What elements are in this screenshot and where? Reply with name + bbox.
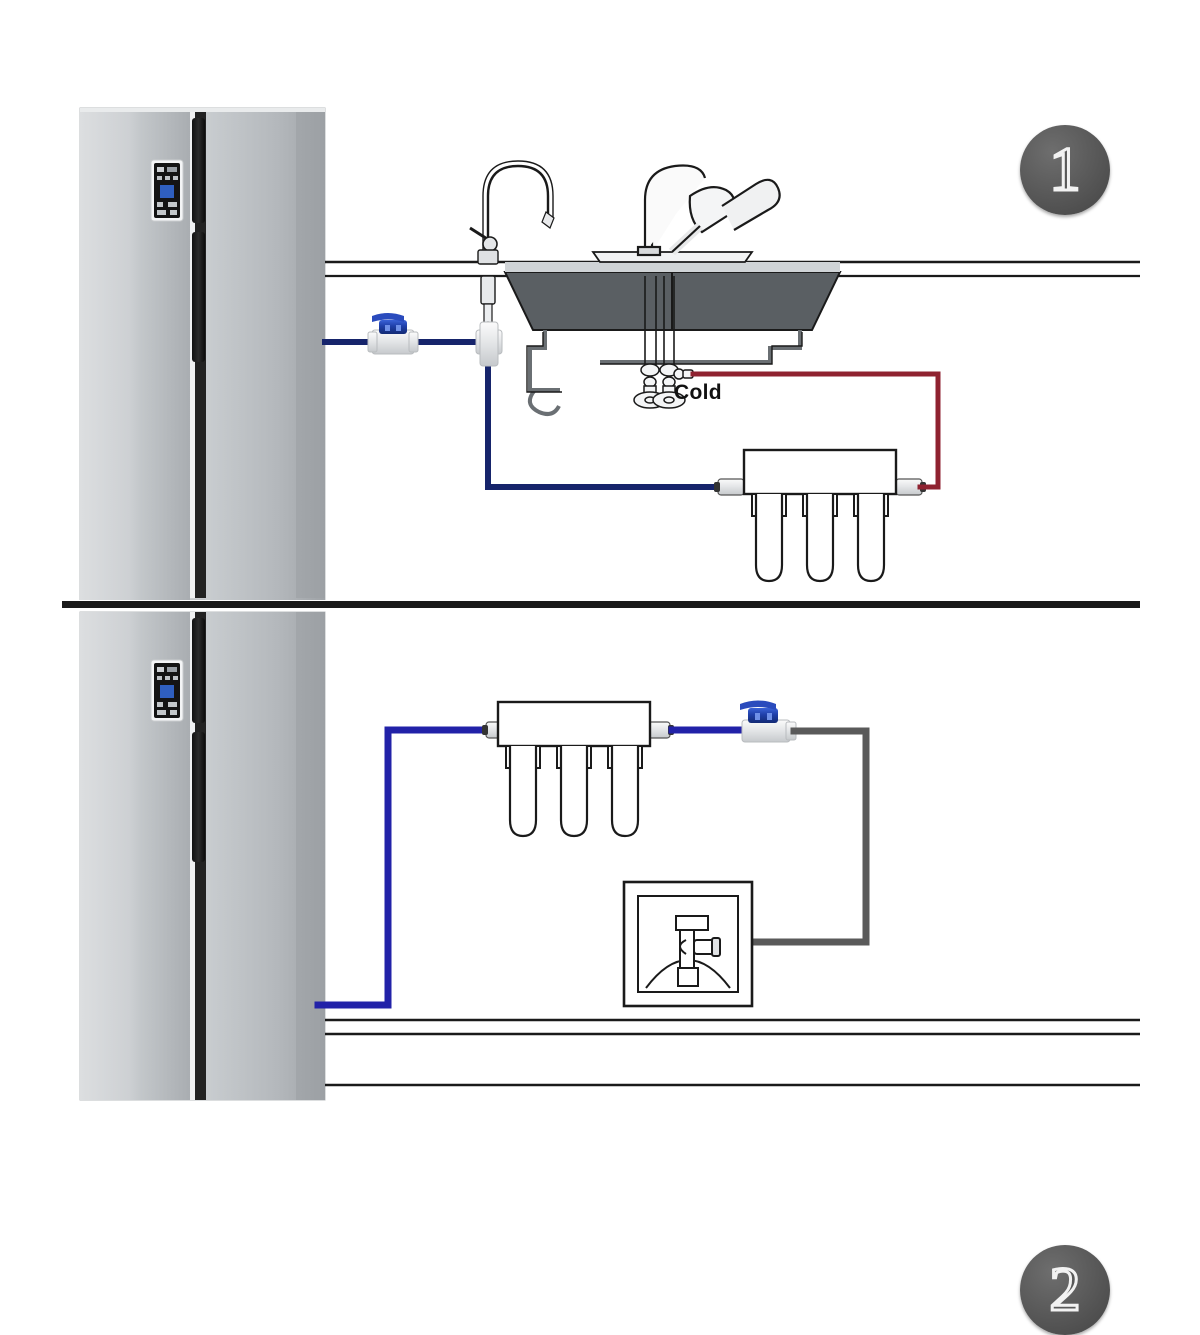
supply-stop-valves (633, 276, 694, 409)
fridge-handle-lower (192, 732, 205, 862)
drain-p-trap (527, 330, 802, 416)
sink-basin (503, 251, 842, 331)
tube-red-cold (690, 371, 941, 490)
fridge-handle-upper (192, 618, 205, 723)
filtered-water-faucet (469, 160, 555, 335)
ball-valve-step1[interactable] (367, 313, 419, 355)
ball-valve-step2[interactable] (740, 700, 797, 743)
tee-fitting-step1 (475, 321, 503, 367)
water-filter-step1 (742, 448, 898, 583)
refrigerator-supply-valve[interactable] (675, 915, 721, 987)
step-2-illustration (79, 611, 1140, 1101)
tube-gray-step2 (708, 727, 870, 946)
step-1-illustration (79, 107, 1140, 600)
water-filter-step2 (496, 700, 652, 838)
tube-blue-step2 (314, 726, 494, 1009)
faucet-handle[interactable] (469, 226, 498, 252)
refrigerator-step1 (79, 107, 326, 600)
cold-water-label: Cold (674, 381, 722, 404)
panel-divider (62, 601, 1140, 608)
wall-outlet-box (622, 880, 754, 1008)
refrigerator-step2 (79, 611, 326, 1101)
step-1-number: 1 (1048, 136, 1082, 204)
fridge-handle-upper (192, 118, 205, 223)
fridge-control-panel[interactable] (150, 659, 184, 722)
fridge-handle-lower (192, 232, 205, 362)
step-1-badge: 1 (1020, 125, 1110, 215)
drain-outline (526, 332, 803, 393)
kitchen-faucet (636, 164, 781, 257)
step-2-number: 2 (1048, 1256, 1082, 1324)
floor-lines-step2 (325, 1018, 1140, 1087)
step-1-panel: 1 Cold (0, 0, 1200, 600)
step-2-panel: 2 (0, 610, 1200, 1335)
step-2-badge: 2 (1020, 1245, 1110, 1335)
fridge-control-panel[interactable] (150, 159, 184, 222)
